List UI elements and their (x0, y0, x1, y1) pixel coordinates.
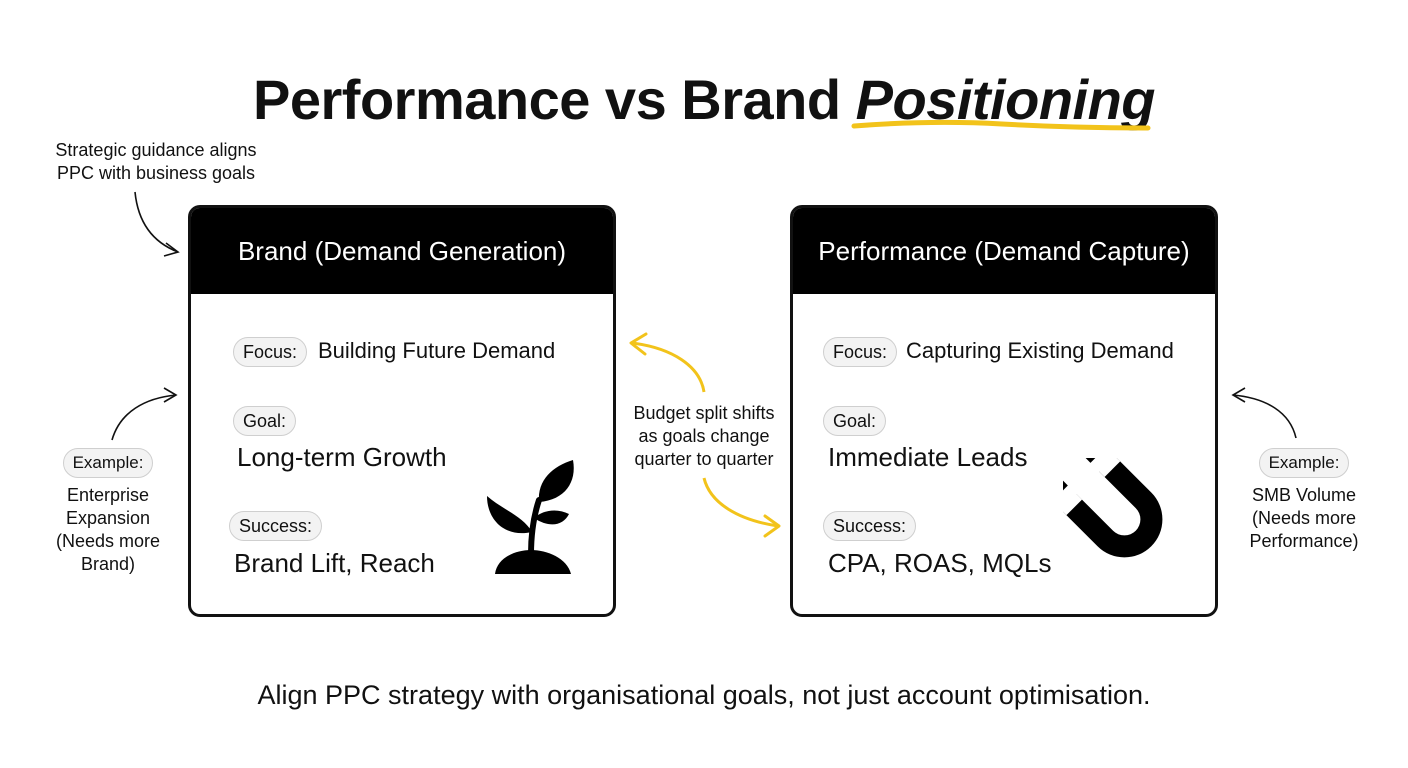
curved-arrow-icon (111, 387, 178, 441)
performance-card: Performance (Demand Capture) Focus: Capt… (790, 205, 1218, 617)
right-example-line-2: (Needs more (1251, 508, 1357, 528)
strategic-note-line-1: Strategic guidance aligns (55, 140, 257, 160)
right-example-line-1: SMB Volume (1251, 485, 1357, 505)
budget-note: Budget split shifts as goals change quar… (614, 402, 794, 471)
brand-card: Brand (Demand Generation) Focus: Buildin… (188, 205, 616, 617)
right-example-line-3: Performance) (1249, 531, 1359, 551)
yellow-underline-icon (851, 119, 1151, 131)
curved-arrow-icon (1231, 387, 1297, 439)
left-example-line-1: Enterprise (66, 485, 150, 505)
success-value: CPA, ROAS, MQLs (828, 548, 1052, 578)
focus-value: Capturing Existing Demand (906, 338, 1174, 363)
left-example-line-2: Expansion (65, 508, 151, 528)
yellow-arrow-up-icon (629, 332, 706, 393)
left-example-line-4: Brand) (80, 554, 136, 574)
success-pill: Success: (823, 511, 917, 541)
footer-statement: Align PPC strategy with organisational g… (257, 680, 1151, 710)
title-emphasis: Positioning (851, 66, 1156, 134)
title-emphasis-text: Positioning (855, 68, 1156, 131)
curved-arrow-icon (134, 191, 180, 257)
goal-pill: Goal: (233, 406, 297, 436)
magnet-icon (1063, 458, 1163, 558)
goal-pill: Goal: (823, 406, 887, 436)
budget-note-line-2: as goals change (638, 426, 770, 446)
strategic-note: Strategic guidance aligns PPC with busin… (40, 139, 272, 185)
focus-pill: Focus: (233, 337, 308, 367)
title-main: Performance vs Brand (253, 68, 841, 131)
goal-value: Immediate Leads (828, 442, 1028, 472)
right-example-text: SMB Volume (Needs more Performance) (1238, 484, 1370, 553)
page-title: Performance vs Brand Positioning (0, 66, 1408, 134)
left-example: Example: Enterprise Expansion (Needs mor… (48, 448, 168, 576)
focus-pill: Focus: (823, 337, 898, 367)
success-value: Brand Lift, Reach (234, 548, 435, 578)
performance-card-heading: Performance (Demand Capture) (793, 208, 1215, 294)
strategic-note-line-2: PPC with business goals (56, 163, 256, 183)
yellow-arrow-down-icon (702, 477, 781, 538)
example-pill: Example: (62, 448, 154, 478)
right-example: Example: SMB Volume (Needs more Performa… (1238, 448, 1370, 553)
brand-card-heading: Brand (Demand Generation) (191, 208, 613, 294)
focus-value: Building Future Demand (318, 338, 556, 363)
left-example-line-3: (Needs more (55, 531, 161, 551)
plant-sprout-icon (487, 460, 574, 574)
budget-note-line-3: quarter to quarter (634, 449, 774, 469)
success-pill: Success: (229, 511, 323, 541)
budget-note-line-1: Budget split shifts (633, 403, 775, 423)
left-example-text: Enterprise Expansion (Needs more Brand) (48, 484, 168, 576)
example-pill: Example: (1258, 448, 1350, 478)
goal-value: Long-term Growth (237, 442, 447, 472)
